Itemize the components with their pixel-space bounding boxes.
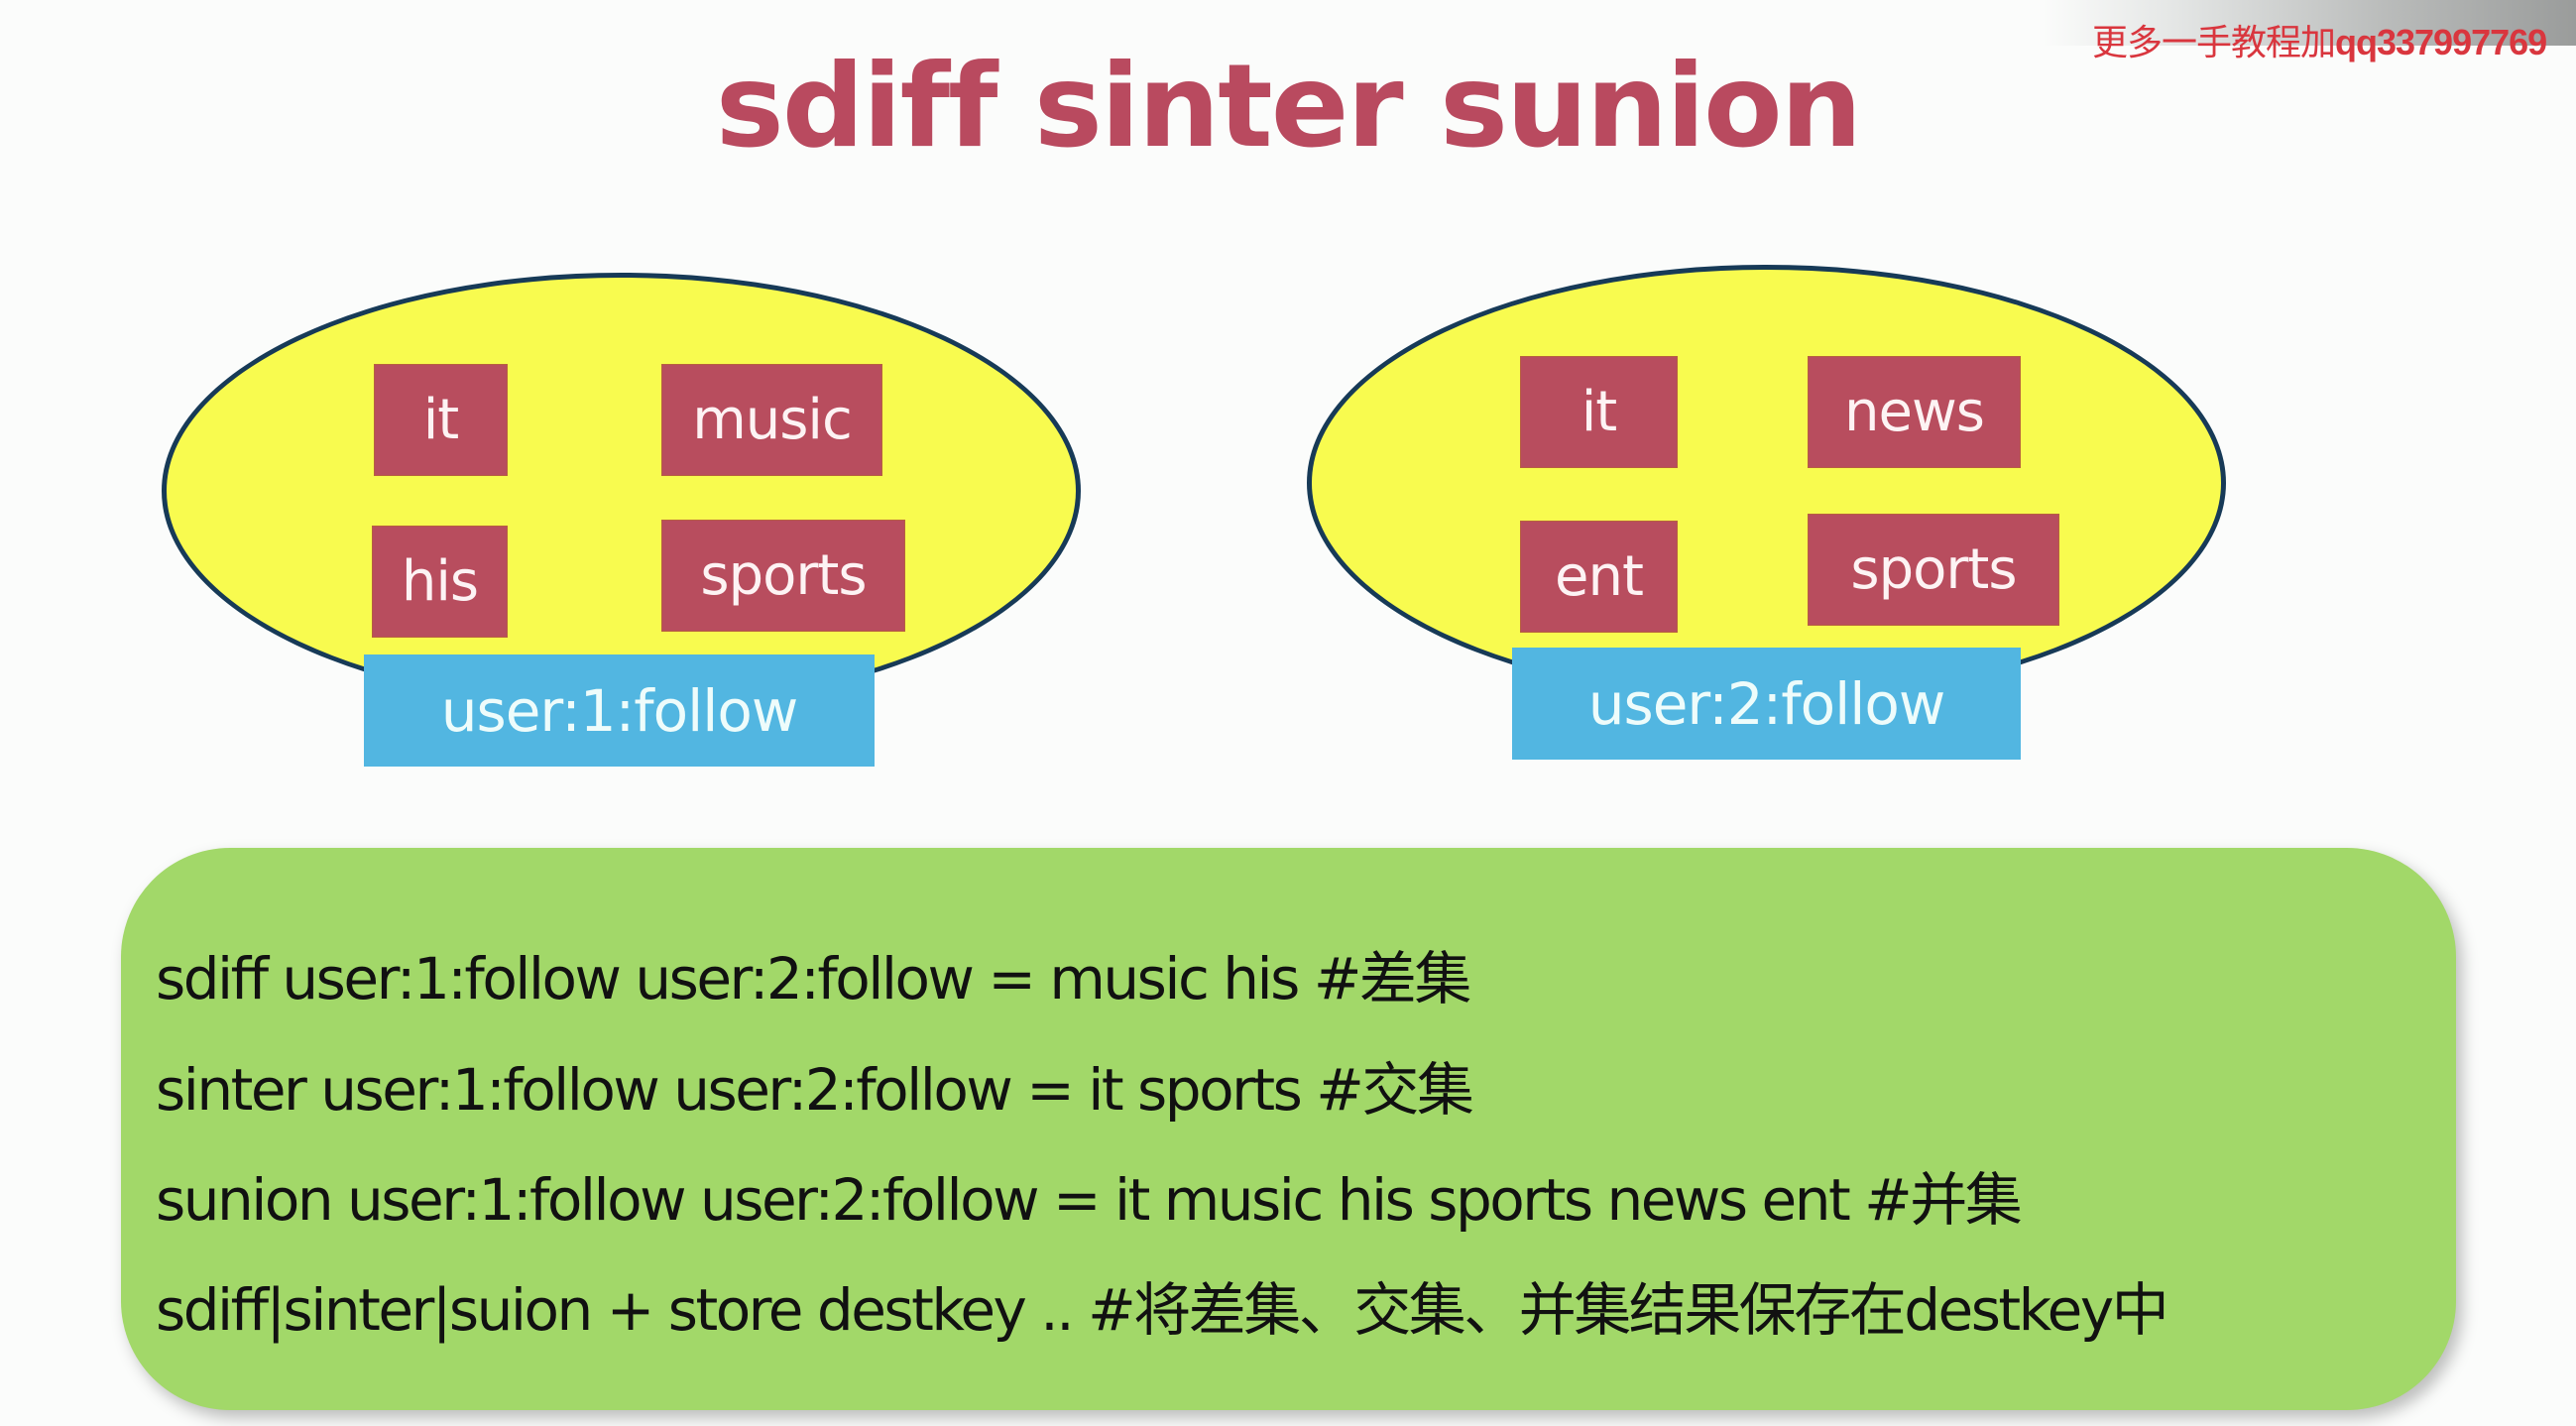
member-it: it: [1520, 356, 1678, 468]
set-ellipse-user-2: [1307, 265, 2226, 701]
member-sports: sports: [661, 520, 905, 632]
commands-panel: [121, 848, 2456, 1410]
watermark-text: 更多一手教程加qq337997769: [2092, 14, 2547, 65]
command-sdiff: sdiff user:1:follow user:2:follow = musi…: [156, 945, 1471, 1012]
member-his: his: [372, 526, 508, 638]
member-news: news: [1808, 356, 2021, 468]
member-music: music: [661, 364, 882, 476]
set-key-label-user-2: user:2:follow: [1512, 648, 2021, 760]
slide-title: sdiff sinter sunion: [715, 40, 1863, 174]
set-ellipse-user-1: [162, 273, 1081, 709]
set-key-label-user-1: user:1:follow: [364, 654, 875, 767]
command-sunion: sunion user:1:follow user:2:follow = it …: [156, 1166, 2023, 1234]
watermark-bar: [2043, 0, 2576, 46]
member-it: it: [374, 364, 508, 476]
watermark-cn: 更多一手教程加: [2092, 23, 2336, 63]
member-sports: sports: [1808, 514, 2059, 626]
command-store: sdiff|sinter|suion + store destkey .. #将…: [156, 1276, 2169, 1344]
command-sinter: sinter user:1:follow user:2:follow = it …: [156, 1056, 1474, 1124]
member-ent: ent: [1520, 521, 1678, 633]
watermark-qq: qq337997769: [2335, 22, 2547, 62]
